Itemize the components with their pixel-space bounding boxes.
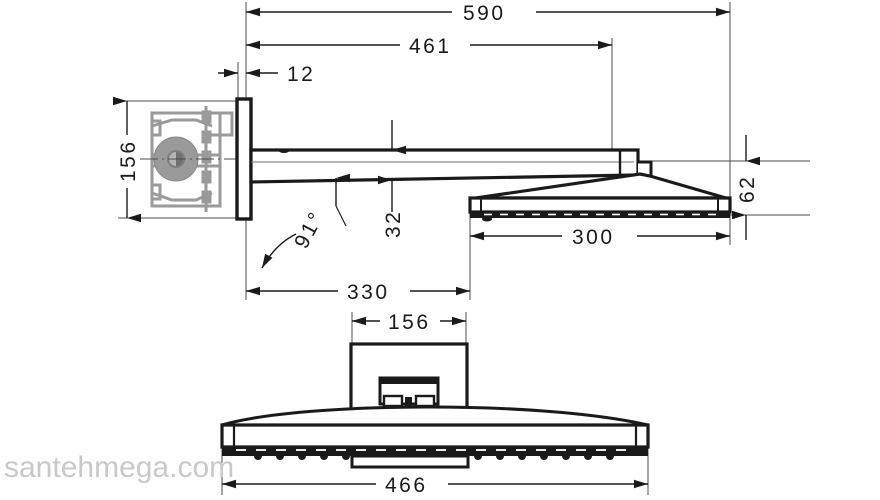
dim-62: 62 — [732, 135, 760, 240]
dim-330: 330 — [246, 281, 470, 304]
front-view-shower-head — [220, 405, 650, 469]
watermark: santehmega.com — [4, 451, 234, 484]
dim-466-label: 466 — [385, 474, 428, 497]
dim-156-front: 156 — [352, 311, 466, 334]
dim-300-label: 300 — [572, 226, 615, 249]
shower-arm — [249, 148, 653, 184]
shower-head-side-view — [468, 172, 732, 222]
dim-62-label: 62 — [736, 175, 759, 203]
wall-flange-plate — [235, 97, 253, 221]
dim-461: 461 — [246, 35, 612, 58]
dim-466: 466 — [222, 474, 648, 497]
dim-12-label: 12 — [287, 63, 315, 86]
dim-590-label: 590 — [463, 2, 506, 25]
front-view-swivel-joint — [378, 376, 440, 408]
dim-32-label: 32 — [382, 210, 405, 238]
dim-12: 12 — [218, 63, 315, 86]
dim-590: 590 — [246, 2, 730, 25]
dim-156-vertical-label: 156 — [117, 139, 140, 182]
dim-32: 32 — [378, 120, 406, 238]
dim-156-front-label: 156 — [388, 311, 431, 334]
dim-300: 300 — [470, 226, 730, 249]
dim-330-label: 330 — [347, 281, 390, 304]
dim-461-label: 461 — [409, 35, 452, 58]
dim-156-vertical: 156 — [113, 96, 141, 223]
